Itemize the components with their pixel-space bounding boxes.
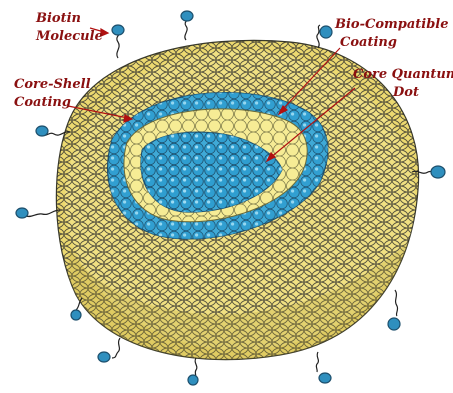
- biotin-molecule: [316, 352, 331, 383]
- biotin-molecule: [388, 290, 400, 330]
- biotin-molecule: [71, 298, 82, 320]
- label-coreshell-line2: Coating: [14, 95, 71, 110]
- label-biotin-line2: Molecule: [35, 29, 103, 44]
- biotin-molecule: [188, 358, 198, 385]
- label-biotin-line1: Biotin: [35, 11, 81, 26]
- label-coreshell-line1: Core-Shell: [14, 77, 91, 92]
- label-coredot-line1: Core Quantum: [353, 67, 453, 82]
- biotin-molecule: [112, 25, 124, 58]
- label-biocompat-line2: Coating: [340, 35, 397, 50]
- label-coredot-line2: Dot: [392, 85, 419, 100]
- biotin-molecule: [181, 11, 193, 40]
- biotin-molecule: [317, 25, 332, 48]
- biotin-molecule: [16, 208, 60, 218]
- label-biocompat-line1: Bio-Compatible: [334, 17, 449, 32]
- biotin-molecule: [98, 338, 120, 362]
